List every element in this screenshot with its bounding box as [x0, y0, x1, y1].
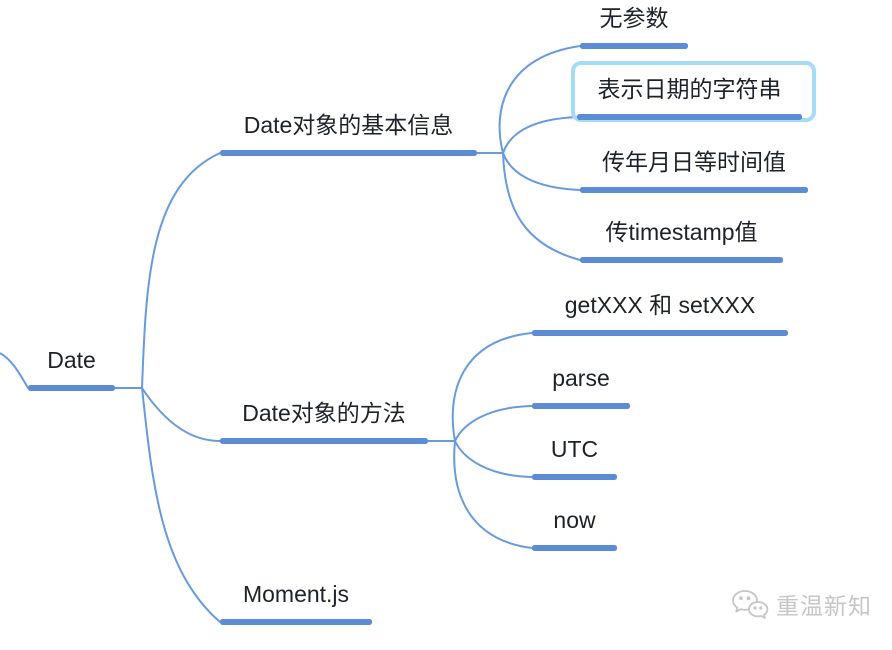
edge-root-to-momentjs [141, 387, 221, 623]
edge-basic-to-no-args [498, 45, 581, 154]
highlight-frame [571, 61, 816, 122]
edge-basic-to-timestamp [502, 152, 581, 261]
node-now[interactable]: now [532, 505, 617, 551]
edge-basic-to-date-string [502, 116, 578, 154]
node-underline [532, 474, 617, 480]
node-underline [220, 150, 477, 156]
node-underline [577, 114, 802, 120]
edge-root-to-methods [141, 387, 221, 442]
node-label: UTC [550, 436, 599, 462]
edge-methods-to-getset [451, 332, 533, 442]
node-no-args[interactable]: 无参数 [580, 3, 688, 49]
node-label: parse [552, 365, 610, 391]
node-label: Moment.js [242, 581, 350, 607]
edge-basic-to-ymd [502, 152, 581, 191]
node-year-month-day-values[interactable]: 传年月日等时间值 [580, 147, 808, 193]
watermark-logo: 重温新知 [731, 589, 872, 623]
node-underline [580, 43, 688, 49]
node-label: now [553, 507, 596, 533]
node-label: 无参数 [599, 5, 669, 31]
edge-root-to-basic-info [141, 152, 221, 389]
node-underline [220, 619, 372, 625]
node-date-methods[interactable]: Date对象的方法 [220, 398, 428, 444]
node-parse[interactable]: parse [532, 363, 630, 409]
node-label: Date对象的基本信息 [243, 112, 454, 138]
node-underline [580, 187, 808, 193]
node-label: 传年月日等时间值 [602, 149, 786, 175]
node-timestamp-value[interactable]: 传timestamp值 [580, 217, 783, 263]
node-utc[interactable]: UTC [532, 434, 617, 480]
node-momentjs[interactable]: Moment.js [220, 579, 372, 625]
edge-methods-to-utc [454, 440, 533, 478]
watermark-text: 重温新知 [776, 593, 872, 619]
node-underline [28, 385, 115, 391]
wechat-chat-bubbles-icon [732, 590, 769, 619]
node-underline [532, 545, 617, 551]
node-label: Date对象的方法 [242, 400, 406, 426]
node-underline [532, 403, 630, 409]
edge-methods-to-parse [454, 405, 533, 442]
edge-parent-to-root [0, 352, 29, 389]
node-label: 表示日期的字符串 [597, 76, 782, 102]
node-getxxx-setxxx[interactable]: getXXX 和 setXXX [532, 290, 788, 336]
node-underline [532, 330, 788, 336]
node-label: 传timestamp值 [605, 219, 758, 245]
node-underline [220, 438, 428, 444]
node-underline [580, 257, 783, 263]
node-date-basic-info[interactable]: Date对象的基本信息 [220, 110, 477, 156]
edge-methods-to-now [453, 440, 533, 549]
node-date-string[interactable]: 表示日期的字符串 [577, 74, 802, 120]
node-label: getXXX 和 setXXX [564, 292, 756, 318]
node-root-date[interactable]: Date [28, 345, 115, 391]
node-label: Date [47, 347, 96, 373]
